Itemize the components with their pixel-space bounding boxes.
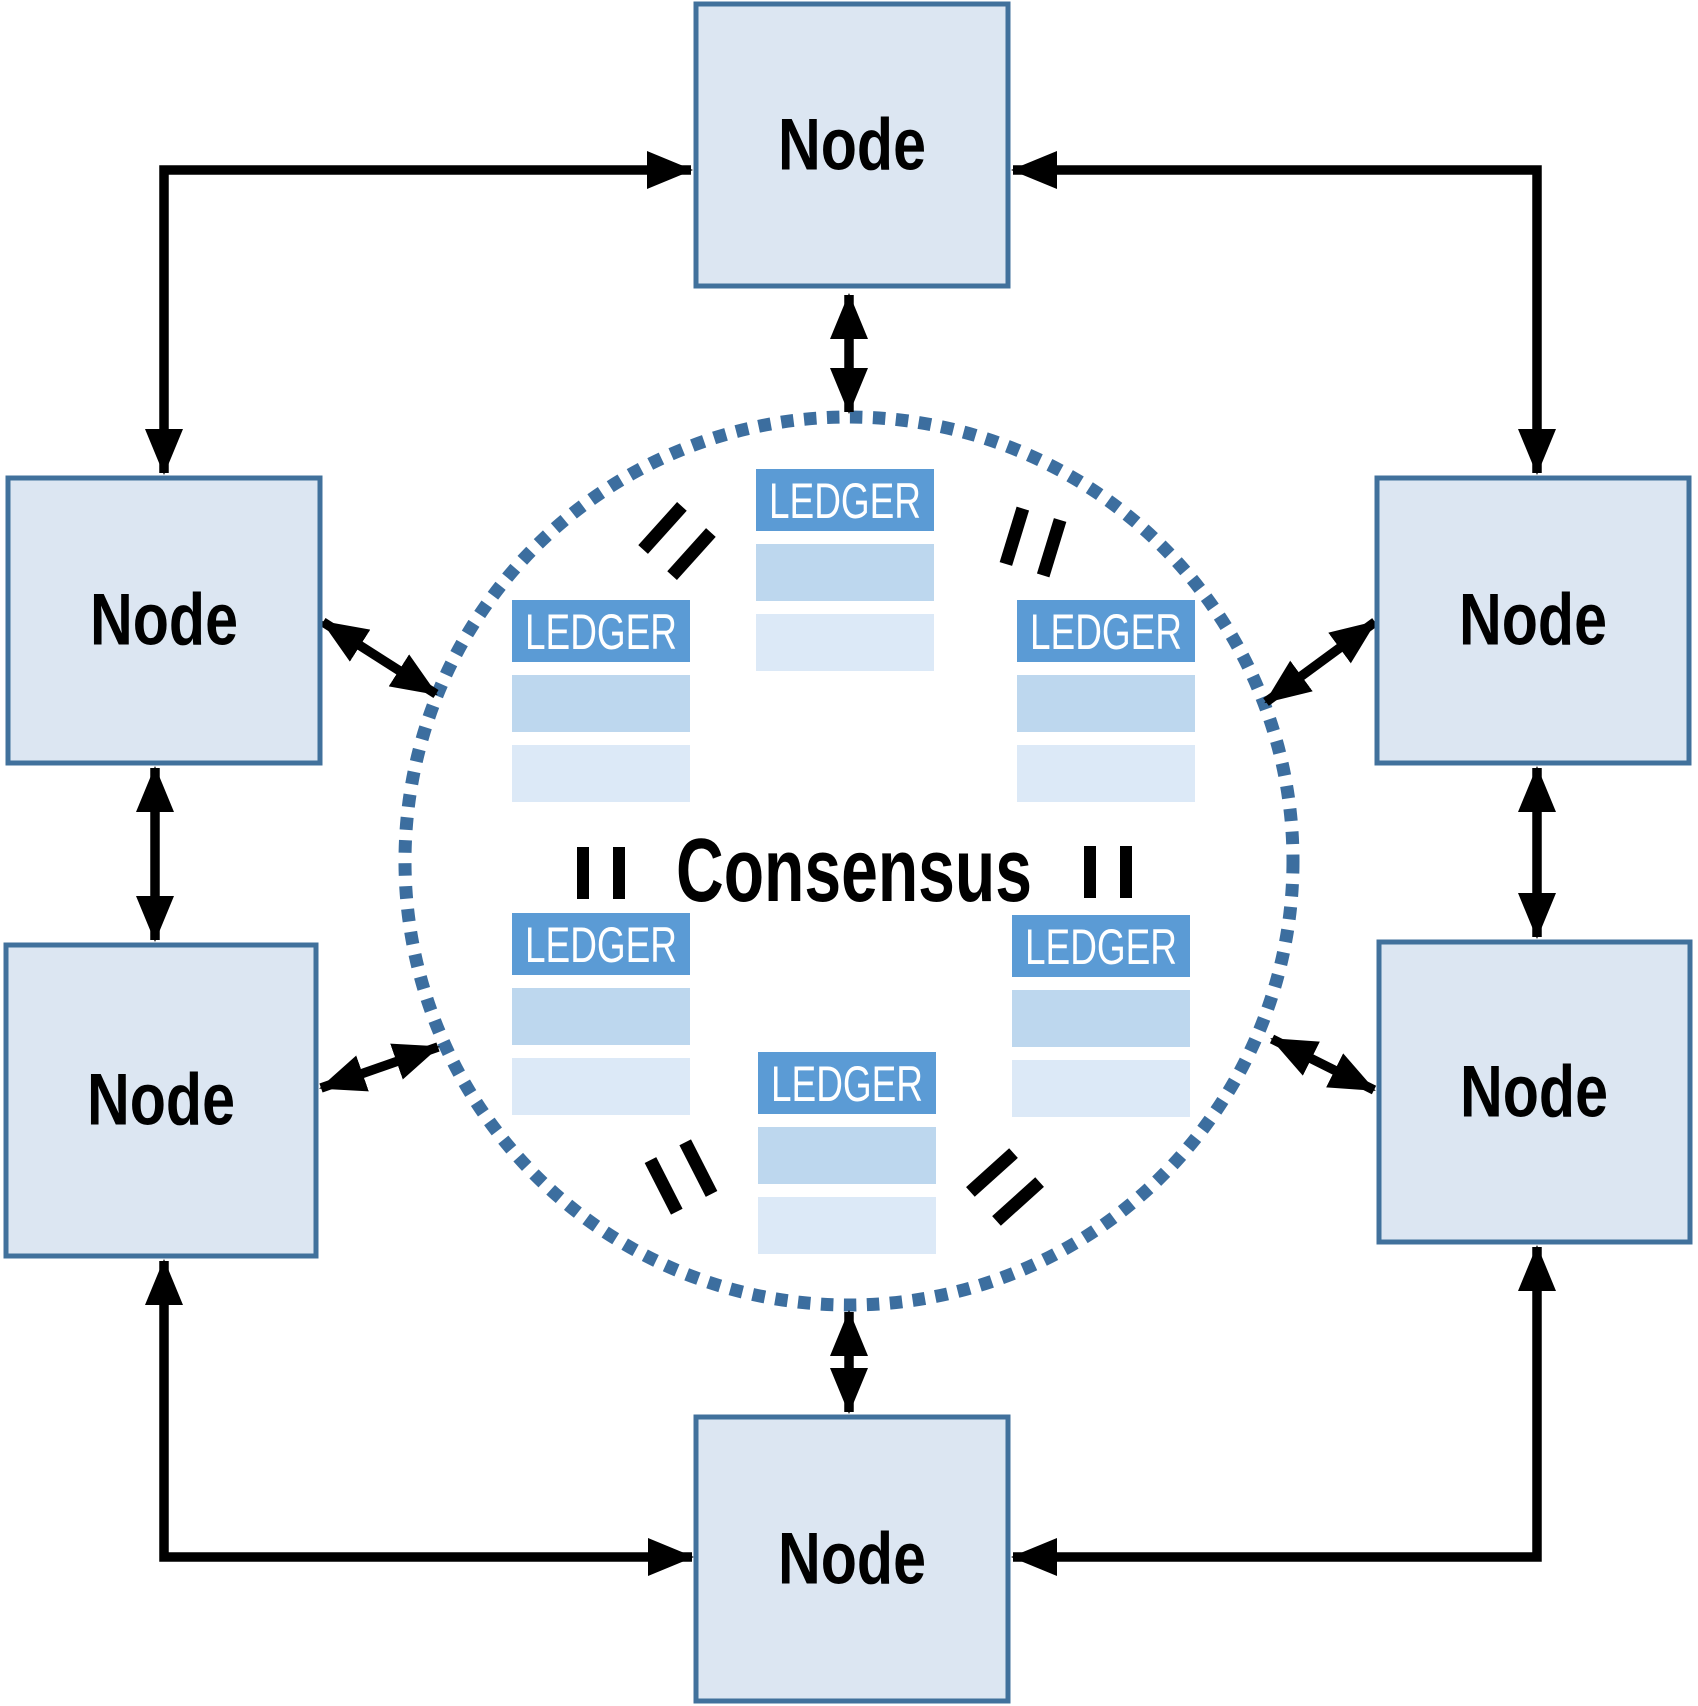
node-label: Node (1459, 580, 1607, 661)
node-lower-right: Node (1376, 939, 1693, 1245)
ledger-header (1017, 600, 1195, 662)
node-label: Node (1460, 1052, 1608, 1133)
ledger-upper-right: LEDGER (1017, 600, 1195, 802)
ledger-row (1017, 675, 1195, 732)
node-top: Node (693, 1, 1011, 289)
arrow-upperleft-circle (320, 617, 439, 699)
ledger-row (512, 1058, 690, 1115)
consensus-boundary-circle (398, 410, 1300, 1312)
ledger-label: LEDGER (1025, 919, 1177, 975)
ledger-label: LEDGER (769, 473, 921, 529)
ledger-top-center: LEDGER (756, 469, 934, 671)
link-top-upperright (1011, 151, 1556, 475)
arrow-upperright-circle (1263, 618, 1378, 706)
ledger-bottom-center: LEDGER (758, 1052, 936, 1254)
ledger-label: LEDGER (771, 1056, 923, 1112)
ledger-row (1012, 990, 1190, 1047)
equals-icon (577, 847, 625, 899)
link-lowerright-bottom (1011, 1245, 1556, 1576)
consensus-label: Consensus (676, 821, 1032, 921)
node-upper-right: Node (1374, 475, 1692, 766)
ledger-row (1012, 1060, 1190, 1117)
equals-icon (999, 506, 1067, 578)
ledger-row (512, 675, 690, 732)
ledger-row (758, 1197, 936, 1254)
node-label: Node (87, 1060, 235, 1141)
equals-icon (644, 1139, 718, 1215)
ledger-row (756, 614, 934, 671)
link-upperleft-top (145, 151, 693, 475)
ledger-lower-left: LEDGER (512, 913, 690, 1115)
ledger-row (758, 1127, 936, 1184)
arrow-lowerleft-circle (319, 1042, 440, 1093)
ledger-row (512, 988, 690, 1045)
node-label: Node (778, 1519, 926, 1600)
link-lowerleft-bottom (145, 1259, 694, 1576)
ledger-label: LEDGER (525, 917, 677, 973)
node-bottom: Node (693, 1414, 1011, 1704)
node-box (1376, 939, 1693, 1245)
node-box (3, 942, 319, 1259)
node-box (1374, 475, 1692, 766)
node-box (5, 475, 323, 766)
ledger-upper-left: LEDGER (512, 600, 690, 802)
arrow-lowerright-circle (1269, 1034, 1377, 1095)
node-label: Node (778, 105, 926, 186)
ledger-label: LEDGER (525, 604, 677, 660)
ledger-header (512, 600, 690, 662)
ledger-row (512, 745, 690, 802)
node-upper-left: Node (5, 475, 323, 766)
ledger-row (1017, 745, 1195, 802)
equals-icon (966, 1148, 1044, 1226)
ledger-header (1012, 915, 1190, 977)
ledger-header (512, 913, 690, 975)
node-lower-left: Node (3, 942, 319, 1259)
equals-icon (1084, 846, 1132, 898)
ledger-lower-right: LEDGER (1012, 915, 1190, 1117)
ledger-label: LEDGER (1030, 604, 1182, 660)
node-box (693, 1414, 1011, 1704)
ledger-row (756, 544, 934, 601)
node-label: Node (90, 580, 238, 661)
equals-icon (638, 502, 716, 580)
ledger-header (758, 1052, 936, 1114)
node-box (693, 1, 1011, 289)
ledger-header (756, 469, 934, 531)
